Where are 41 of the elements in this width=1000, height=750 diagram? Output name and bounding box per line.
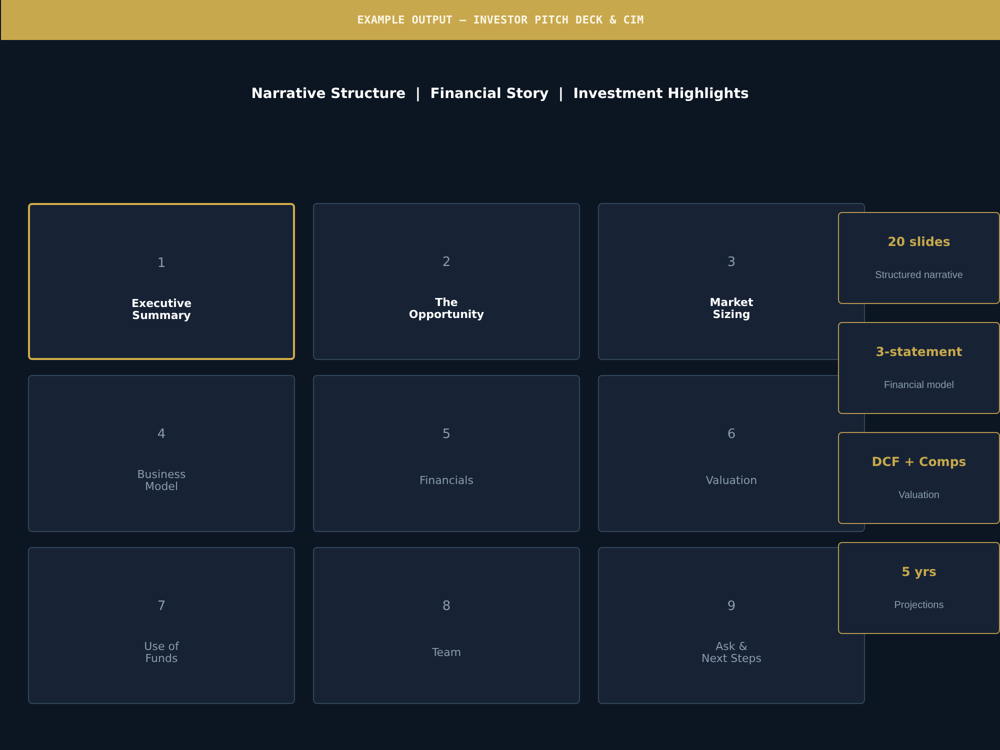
slide-number: 9 xyxy=(727,599,736,615)
slide-card xyxy=(313,547,580,704)
stat-description: Projections xyxy=(894,600,944,612)
stat-description: Valuation xyxy=(898,490,940,502)
slide-number: 3 xyxy=(727,255,736,271)
slide-number: 7 xyxy=(157,599,166,615)
stat-description: Structured narrative xyxy=(875,270,963,282)
slide-number: 6 xyxy=(727,427,736,443)
slide-title: Use of Funds xyxy=(144,641,179,665)
stat-value: 3-statement xyxy=(876,344,962,360)
stat-value: DCF + Comps xyxy=(872,454,966,470)
slide-card xyxy=(28,203,295,360)
slide-title: Financials xyxy=(420,475,474,487)
slide-title: The Opportunity xyxy=(408,297,484,321)
slide-card xyxy=(598,547,865,704)
slide-title: Valuation xyxy=(706,475,758,487)
slide-card xyxy=(28,547,295,704)
stat-card xyxy=(838,432,1000,524)
slide-title: Executive Summary xyxy=(131,298,192,322)
slide-card xyxy=(313,203,580,360)
slide-title: Ask & Next Steps xyxy=(702,641,762,665)
slide-card xyxy=(313,375,580,532)
stat-card xyxy=(838,212,1000,304)
slide-card xyxy=(598,375,865,532)
slide-number: 8 xyxy=(442,599,451,615)
slide-title: Market Sizing xyxy=(710,297,754,321)
slide-number: 2 xyxy=(442,255,451,271)
slide-number: 5 xyxy=(442,427,451,443)
slide-card xyxy=(28,375,295,532)
stat-card xyxy=(838,322,1000,414)
subtitle: Narrative Structure | Financial Story | Investment Highlights xyxy=(251,86,749,102)
slide-number: 4 xyxy=(157,427,166,443)
slide-title: Business Model xyxy=(137,469,186,493)
banner-title: EXAMPLE OUTPUT — INVESTOR PITCH DECK & CIM xyxy=(357,14,644,26)
stat-description: Financial model xyxy=(884,380,954,392)
slide-number: 1 xyxy=(157,256,166,272)
stat-value: 5 yrs xyxy=(902,564,936,580)
slide-title: Team xyxy=(432,647,462,659)
slide-card xyxy=(598,203,865,360)
stat-card xyxy=(838,542,1000,634)
stat-value: 20 slides xyxy=(888,234,950,250)
